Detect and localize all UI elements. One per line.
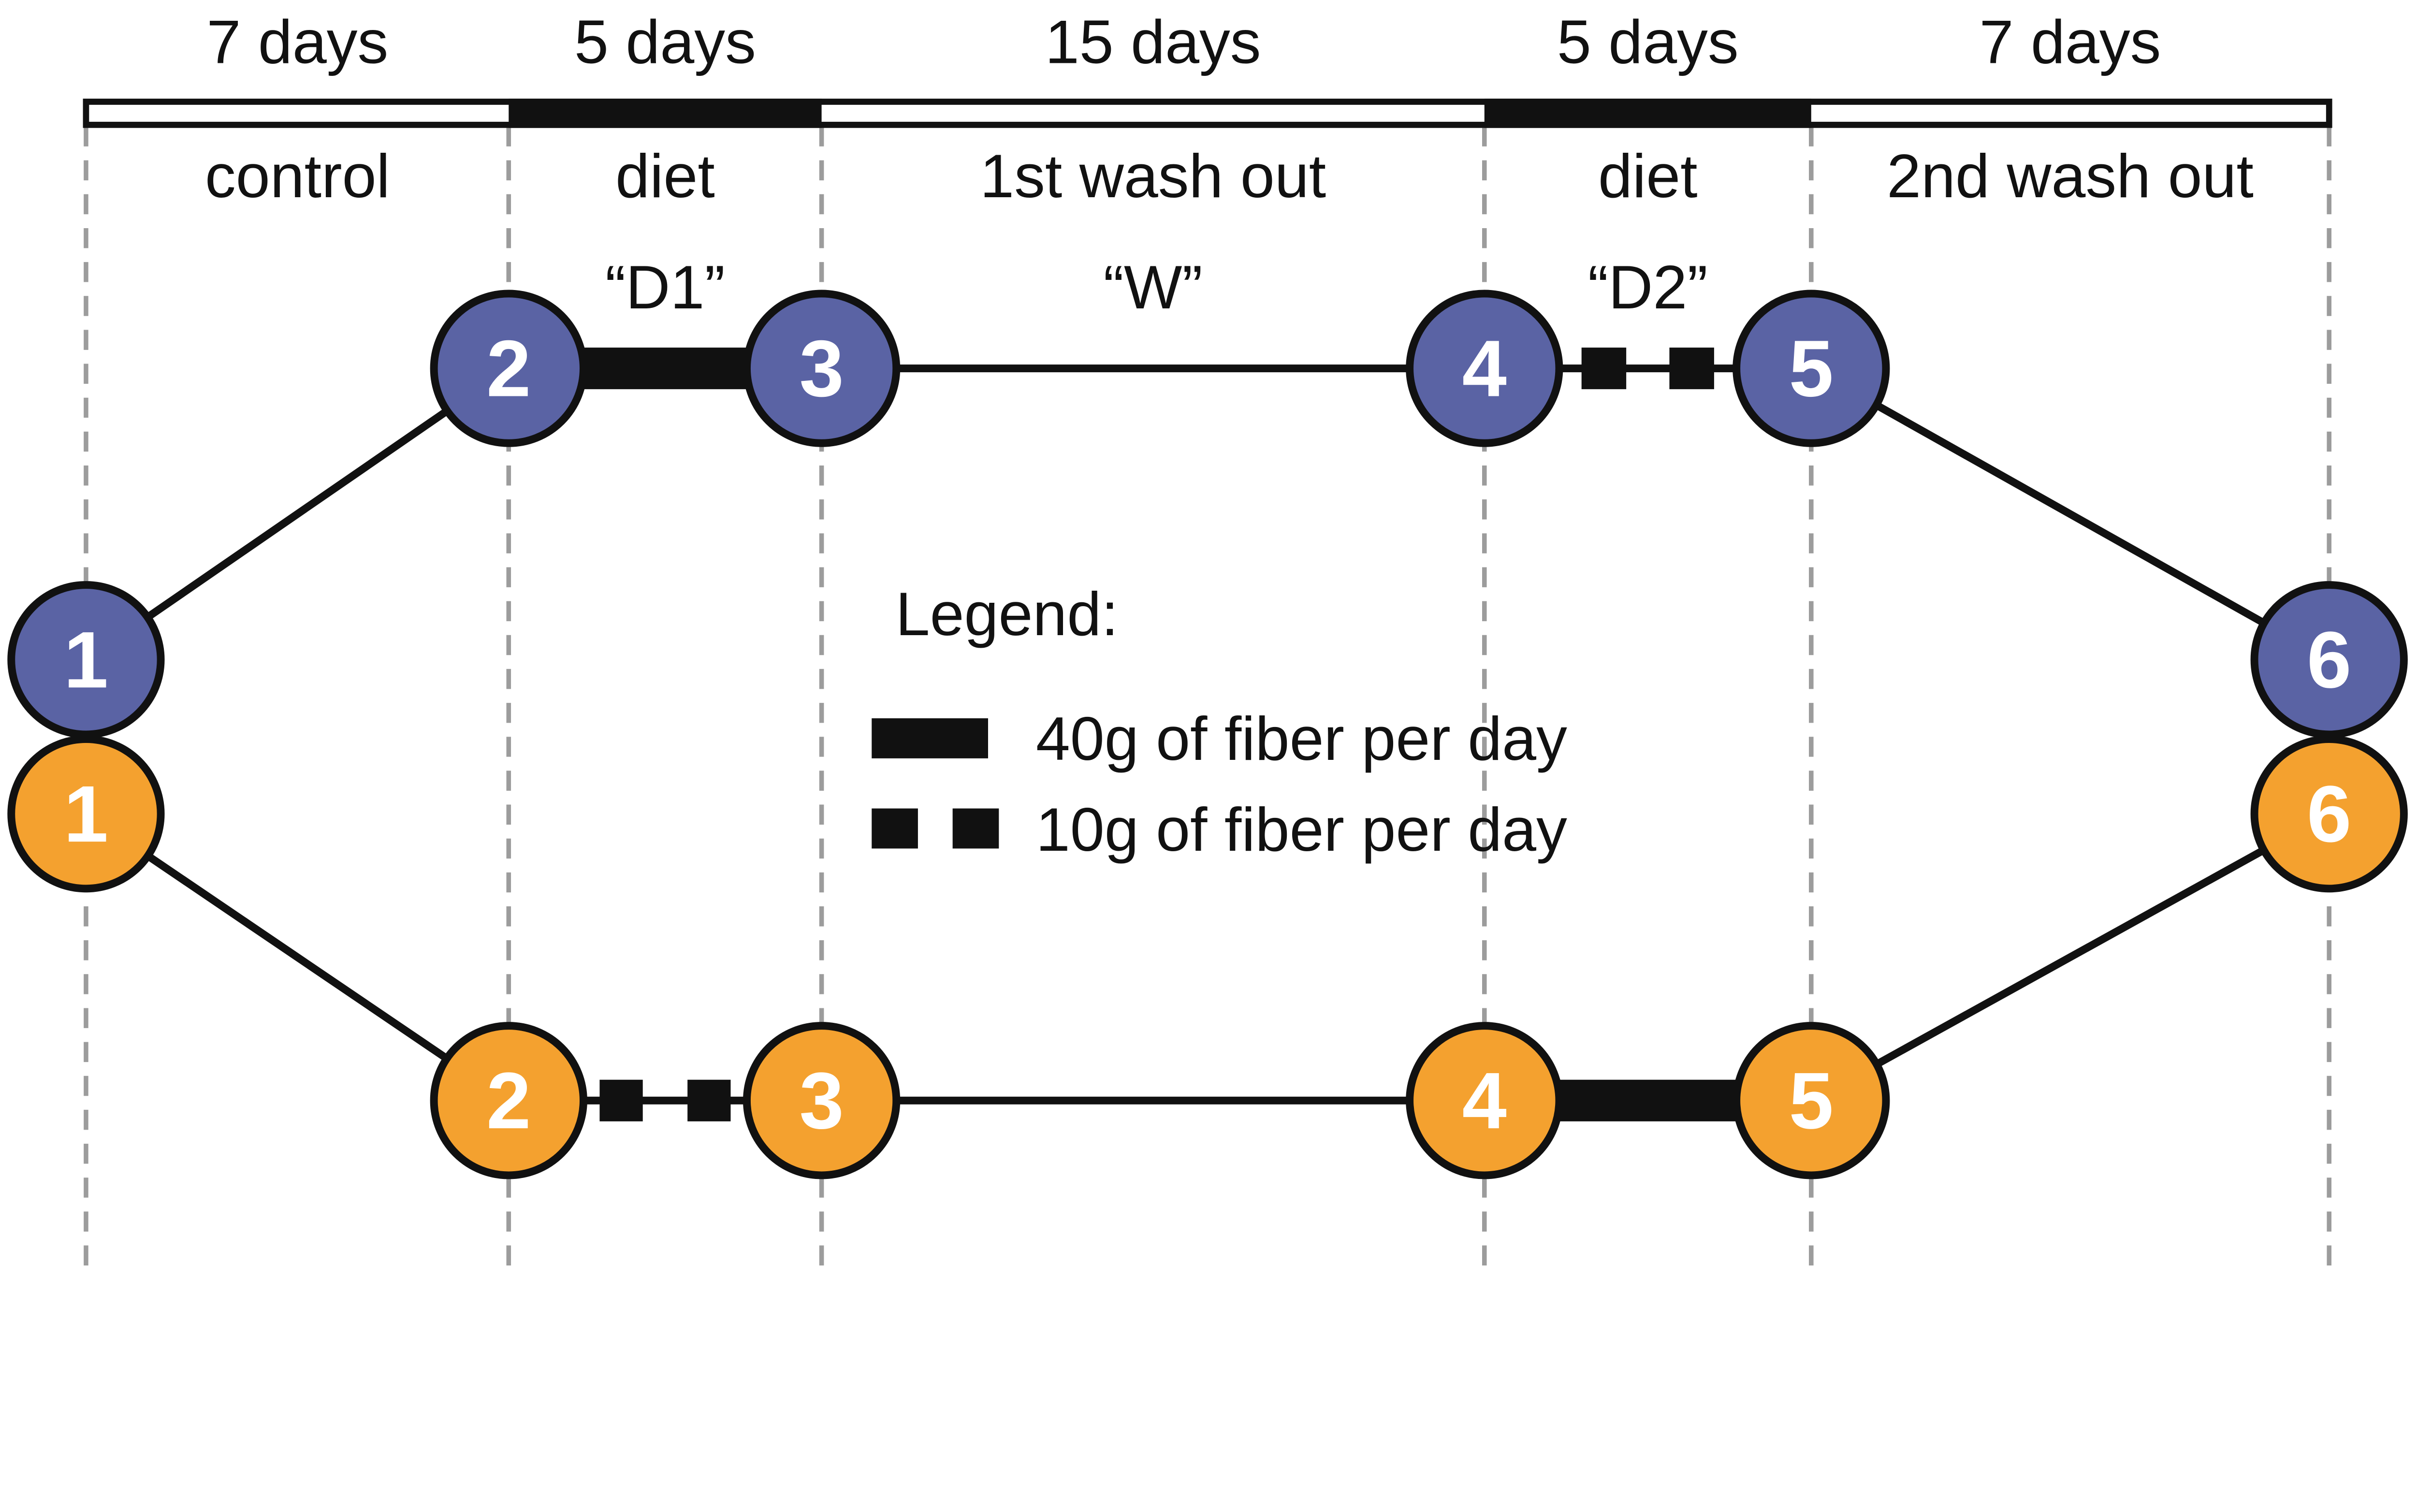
node-orange-3: [743, 1022, 901, 1179]
phase-code-d1: “D1”: [605, 253, 725, 322]
orange-40g-bar-4-5: [1555, 1079, 1741, 1121]
node-orange-3-number: 3: [800, 1056, 844, 1146]
node-orange-1-number: 1: [64, 770, 108, 859]
node-blue-5: [1733, 290, 1890, 447]
node-blue-4: [1406, 290, 1563, 447]
phase-name-labels: control diet 1st wash out diet 2nd wash …: [205, 142, 2254, 211]
edge-blue-1-2: [84, 365, 511, 663]
node-orange-5-number: 5: [1789, 1056, 1834, 1146]
edge-orange-5-6: [1809, 810, 2331, 1104]
phase-code-labels: “D1” “W” “D2”: [605, 253, 1708, 322]
legend: Legend: 40g of fiber per day 10g of fibe…: [872, 580, 1567, 864]
edge-blue-5-6: [1809, 365, 2331, 663]
node-blue-1-number: 1: [64, 615, 108, 705]
phase-duration-5: 7 days: [1980, 8, 2161, 77]
arm-blue-nodes: 1 2 3 4 5 6: [7, 290, 2408, 739]
node-blue-4-number: 4: [1462, 324, 1507, 414]
node-blue-3-number: 3: [800, 324, 844, 414]
legend-10g-square-swatch-a: [872, 808, 918, 849]
node-blue-5-number: 5: [1789, 324, 1834, 414]
legend-10g-label: 10g of fiber per day: [1036, 796, 1567, 864]
orange-10g-square-a-2-3: [599, 1079, 643, 1121]
phase-duration-3: 15 days: [1045, 8, 1261, 77]
node-blue-3: [743, 290, 901, 447]
legend-40g-label: 40g of fiber per day: [1036, 705, 1567, 773]
legend-title: Legend:: [896, 580, 1119, 649]
study-design-figure: 7 days 5 days 15 days 5 days 7 days cont…: [7, 8, 2408, 1269]
blue-40g-bar-2-3: [579, 348, 751, 390]
blue-10g-square-b-4-5: [1669, 348, 1714, 390]
node-blue-6-number: 6: [2307, 615, 2351, 705]
phase-label-washout2: 2nd wash out: [1887, 142, 2254, 211]
phase-code-w: “W”: [1104, 253, 1203, 322]
node-orange-6-number: 6: [2307, 770, 2351, 859]
legend-40g-bar-swatch: [872, 718, 989, 758]
node-orange-5: [1733, 1022, 1890, 1179]
phase-label-control: control: [205, 142, 390, 211]
crossover-study-diagram: 7 days 5 days 15 days 5 days 7 days cont…: [7, 8, 2408, 1269]
orange-10g-square-b-2-3: [687, 1079, 731, 1121]
node-orange-1: [7, 735, 165, 893]
arm-orange-nodes: 1 2 3 4 5 6: [7, 735, 2408, 1179]
phase-duration-2: 5 days: [574, 8, 756, 77]
timeline-bar: [83, 99, 2332, 128]
timeline-bar-diet1-segment: [509, 99, 822, 128]
node-orange-6: [2250, 735, 2408, 893]
phase-label-diet1: diet: [615, 142, 715, 211]
node-orange-4-number: 4: [1462, 1056, 1507, 1146]
timeline-bar-diet2-segment: [1484, 99, 1811, 128]
node-blue-6: [2250, 581, 2408, 739]
phase-label-washout1: 1st wash out: [980, 142, 1326, 211]
blue-10g-square-a-4-5: [1581, 348, 1627, 390]
phase-duration-labels: 7 days 5 days 15 days 5 days 7 days: [207, 8, 2161, 77]
node-orange-2: [430, 1022, 587, 1179]
legend-10g-square-swatch-b: [952, 808, 999, 849]
phase-duration-4: 5 days: [1557, 8, 1739, 77]
fiber-dose-connectors: [579, 348, 1741, 1121]
node-blue-2: [430, 290, 587, 447]
node-blue-2-number: 2: [486, 324, 531, 414]
node-blue-1: [7, 581, 165, 739]
timeline-bar-track: [83, 99, 2332, 128]
phase-label-diet2: diet: [1598, 142, 1698, 211]
phase-code-d2: “D2”: [1588, 253, 1708, 322]
node-orange-2-number: 2: [486, 1056, 531, 1146]
node-orange-4: [1406, 1022, 1563, 1179]
edge-orange-1-2: [84, 811, 511, 1104]
phase-duration-1: 7 days: [207, 8, 389, 77]
